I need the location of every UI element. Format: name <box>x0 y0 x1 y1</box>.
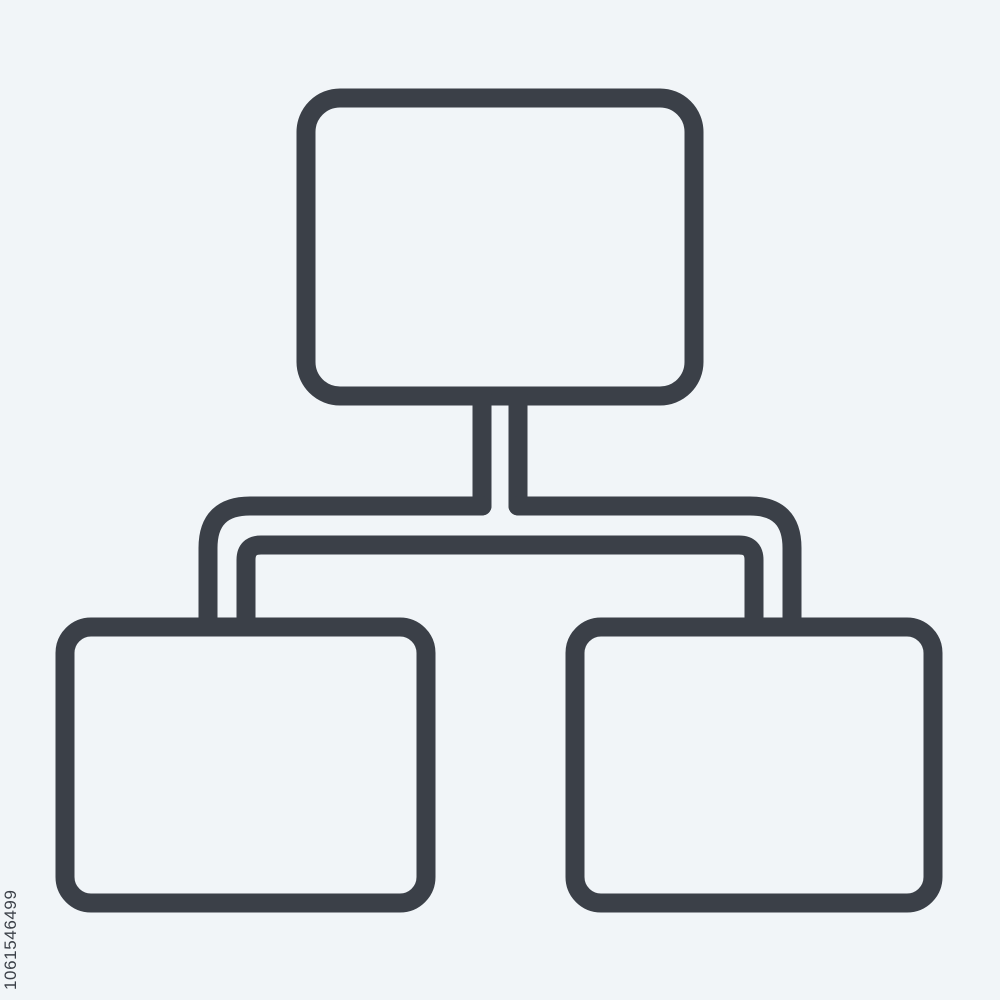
bottom-left-node-box <box>55 617 436 913</box>
top-node-box <box>296 88 704 406</box>
bottom-right-node-box <box>565 617 943 913</box>
connector-inner <box>236 535 764 636</box>
connector-outer-right <box>508 496 802 636</box>
connector-outer <box>198 496 492 636</box>
stock-id-label: 1061546499 <box>1 889 20 990</box>
